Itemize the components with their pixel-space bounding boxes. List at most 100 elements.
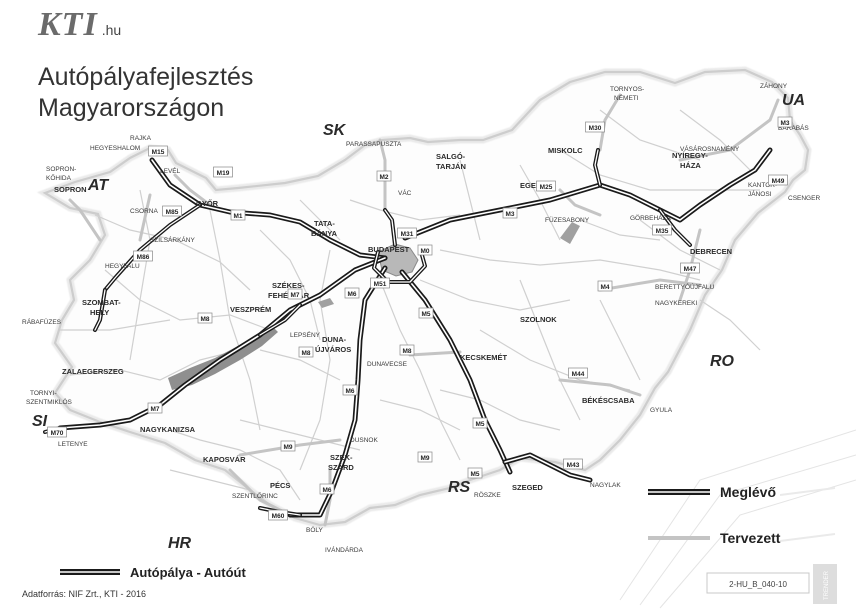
road-shield-label: M5 [421, 311, 430, 318]
road-shield-label: M30 [589, 125, 602, 132]
road-shield-box [536, 180, 556, 192]
road-shield-label: M6 [322, 487, 331, 494]
road-shield-box [268, 509, 288, 521]
road-shield-box [230, 209, 246, 221]
road-shield-label: M19 [217, 170, 230, 177]
road-shield-label: M7 [290, 292, 299, 299]
town-label: VÁC [398, 188, 412, 197]
code-box [706, 572, 810, 594]
country-label: RO [710, 353, 735, 370]
road-shield-label: M43 [567, 462, 580, 469]
road-shield-label: M35 [656, 228, 669, 235]
title-line-1: Autópályafejlesztés [38, 63, 254, 91]
road-shield-box [585, 121, 605, 133]
road-shield-box [680, 262, 700, 274]
m3-corridor [402, 147, 773, 241]
city-label: BÁNYA [311, 229, 338, 238]
town-label: NAGYKEREKI [655, 300, 697, 307]
road-shield-label: M31 [401, 231, 414, 238]
town-label: DUSNOK [350, 437, 378, 444]
country-label: RS [448, 479, 471, 496]
road-shield-label: M47 [684, 266, 697, 273]
city-label: SZOMBAT- [82, 298, 121, 307]
planned-routes [68, 93, 780, 527]
road-shield-box [563, 458, 583, 470]
m35-corridor [658, 208, 692, 247]
m6-corridor [287, 265, 388, 518]
road-shield-box [197, 312, 213, 324]
town-label: LEVÉL [160, 166, 181, 175]
road-shield-box [399, 344, 415, 356]
road-shield-box [47, 426, 67, 438]
kti-logo: KTI .hu [38, 8, 121, 42]
city-label: BUDAPEST [368, 245, 410, 254]
road-shield-box [376, 170, 392, 182]
town-label: SOPRON- [46, 166, 76, 173]
city-label: NYÍREGY- [672, 151, 708, 160]
road-shield-box [397, 227, 417, 239]
city-label: NAGYKANIZSA [140, 425, 196, 434]
town-label: RAJKA [130, 135, 152, 142]
road-shield-box [417, 244, 433, 256]
m8-veszprem [258, 303, 302, 337]
road-shield-label: M5 [470, 471, 479, 478]
country-label: UA [782, 92, 805, 109]
road-shield-label: M5 [475, 421, 484, 428]
logo-suffix: .hu [101, 22, 122, 38]
data-source: Adatforrás: NIF Zrt., KTI - 2016 [22, 589, 147, 599]
road-shield-label: M9 [420, 455, 429, 462]
road-shield-label: M3 [780, 120, 789, 127]
m30-corridor [593, 148, 602, 187]
town-label: SZENTMIKLÓS [26, 397, 73, 406]
country-label: SK [323, 122, 347, 139]
m85-corridor [103, 203, 202, 292]
page-title: Autópályafejlesztés Magyarországon [38, 62, 253, 124]
road-shield-box [280, 440, 296, 452]
town-label: CSENGER [788, 195, 820, 202]
city-label: SZOLNOK [520, 315, 557, 324]
road-shield-box [418, 307, 434, 319]
city-label: SZÁRD [328, 463, 354, 472]
legend-motorway-label: Autópálya - Autóút [130, 565, 246, 580]
road-shield-box [133, 250, 153, 262]
legend-planned-label: Tervezett [720, 530, 781, 546]
city-label: GYŐR [196, 199, 219, 208]
city-labels: BUDAPESTMISKOLCDEBRECENSZEGEDPÉCSGYŐRSZÉ… [54, 146, 732, 492]
city-label: MISKOLC [548, 146, 583, 155]
road-shield-label: M0 [420, 248, 429, 255]
stamp-box [813, 564, 837, 604]
city-label: ZALAEGERSZEG [62, 367, 124, 376]
road-shield-box [768, 174, 788, 186]
road-shield-label: M9 [283, 444, 292, 451]
town-label: JÁNOSI [748, 189, 772, 198]
lake-velence [318, 298, 334, 308]
road-shield-box [148, 145, 168, 157]
city-label: TARJÁN [436, 162, 466, 171]
logo-mark: KTI [38, 6, 98, 43]
road-shield-label: M49 [772, 178, 785, 185]
road-shield-box [652, 224, 672, 236]
road-shield-box [472, 417, 488, 429]
road-shield-label: M7 [150, 406, 159, 413]
country-label: AT [87, 177, 109, 194]
city-label: HELY [90, 308, 109, 317]
city-label: DUNA- [322, 335, 347, 344]
city-label: VESZPRÉM [230, 305, 271, 314]
town-label: LEPSÉNY [290, 330, 321, 339]
town-label: VÁSÁROSNAMÉNY [680, 144, 740, 153]
town-label: RÖSZKE [474, 491, 501, 499]
town-label: HEGYESHALOM [90, 145, 140, 152]
town-label: SZENTLŐRINC [232, 491, 278, 500]
road-shield-box [370, 277, 390, 289]
minor-roads [60, 109, 761, 501]
road-shield-box [298, 346, 314, 358]
city-label: BÉKÉSCSABA [582, 396, 635, 405]
road-shield-box [162, 205, 182, 217]
m86-corridor [93, 288, 107, 332]
town-label: KANTOR- [748, 182, 777, 189]
road-shield-label: M15 [152, 149, 165, 156]
city-label: SALGÓ- [436, 152, 466, 161]
road-shield-label: M8 [200, 316, 209, 323]
road-shield-label: M3 [505, 211, 514, 218]
